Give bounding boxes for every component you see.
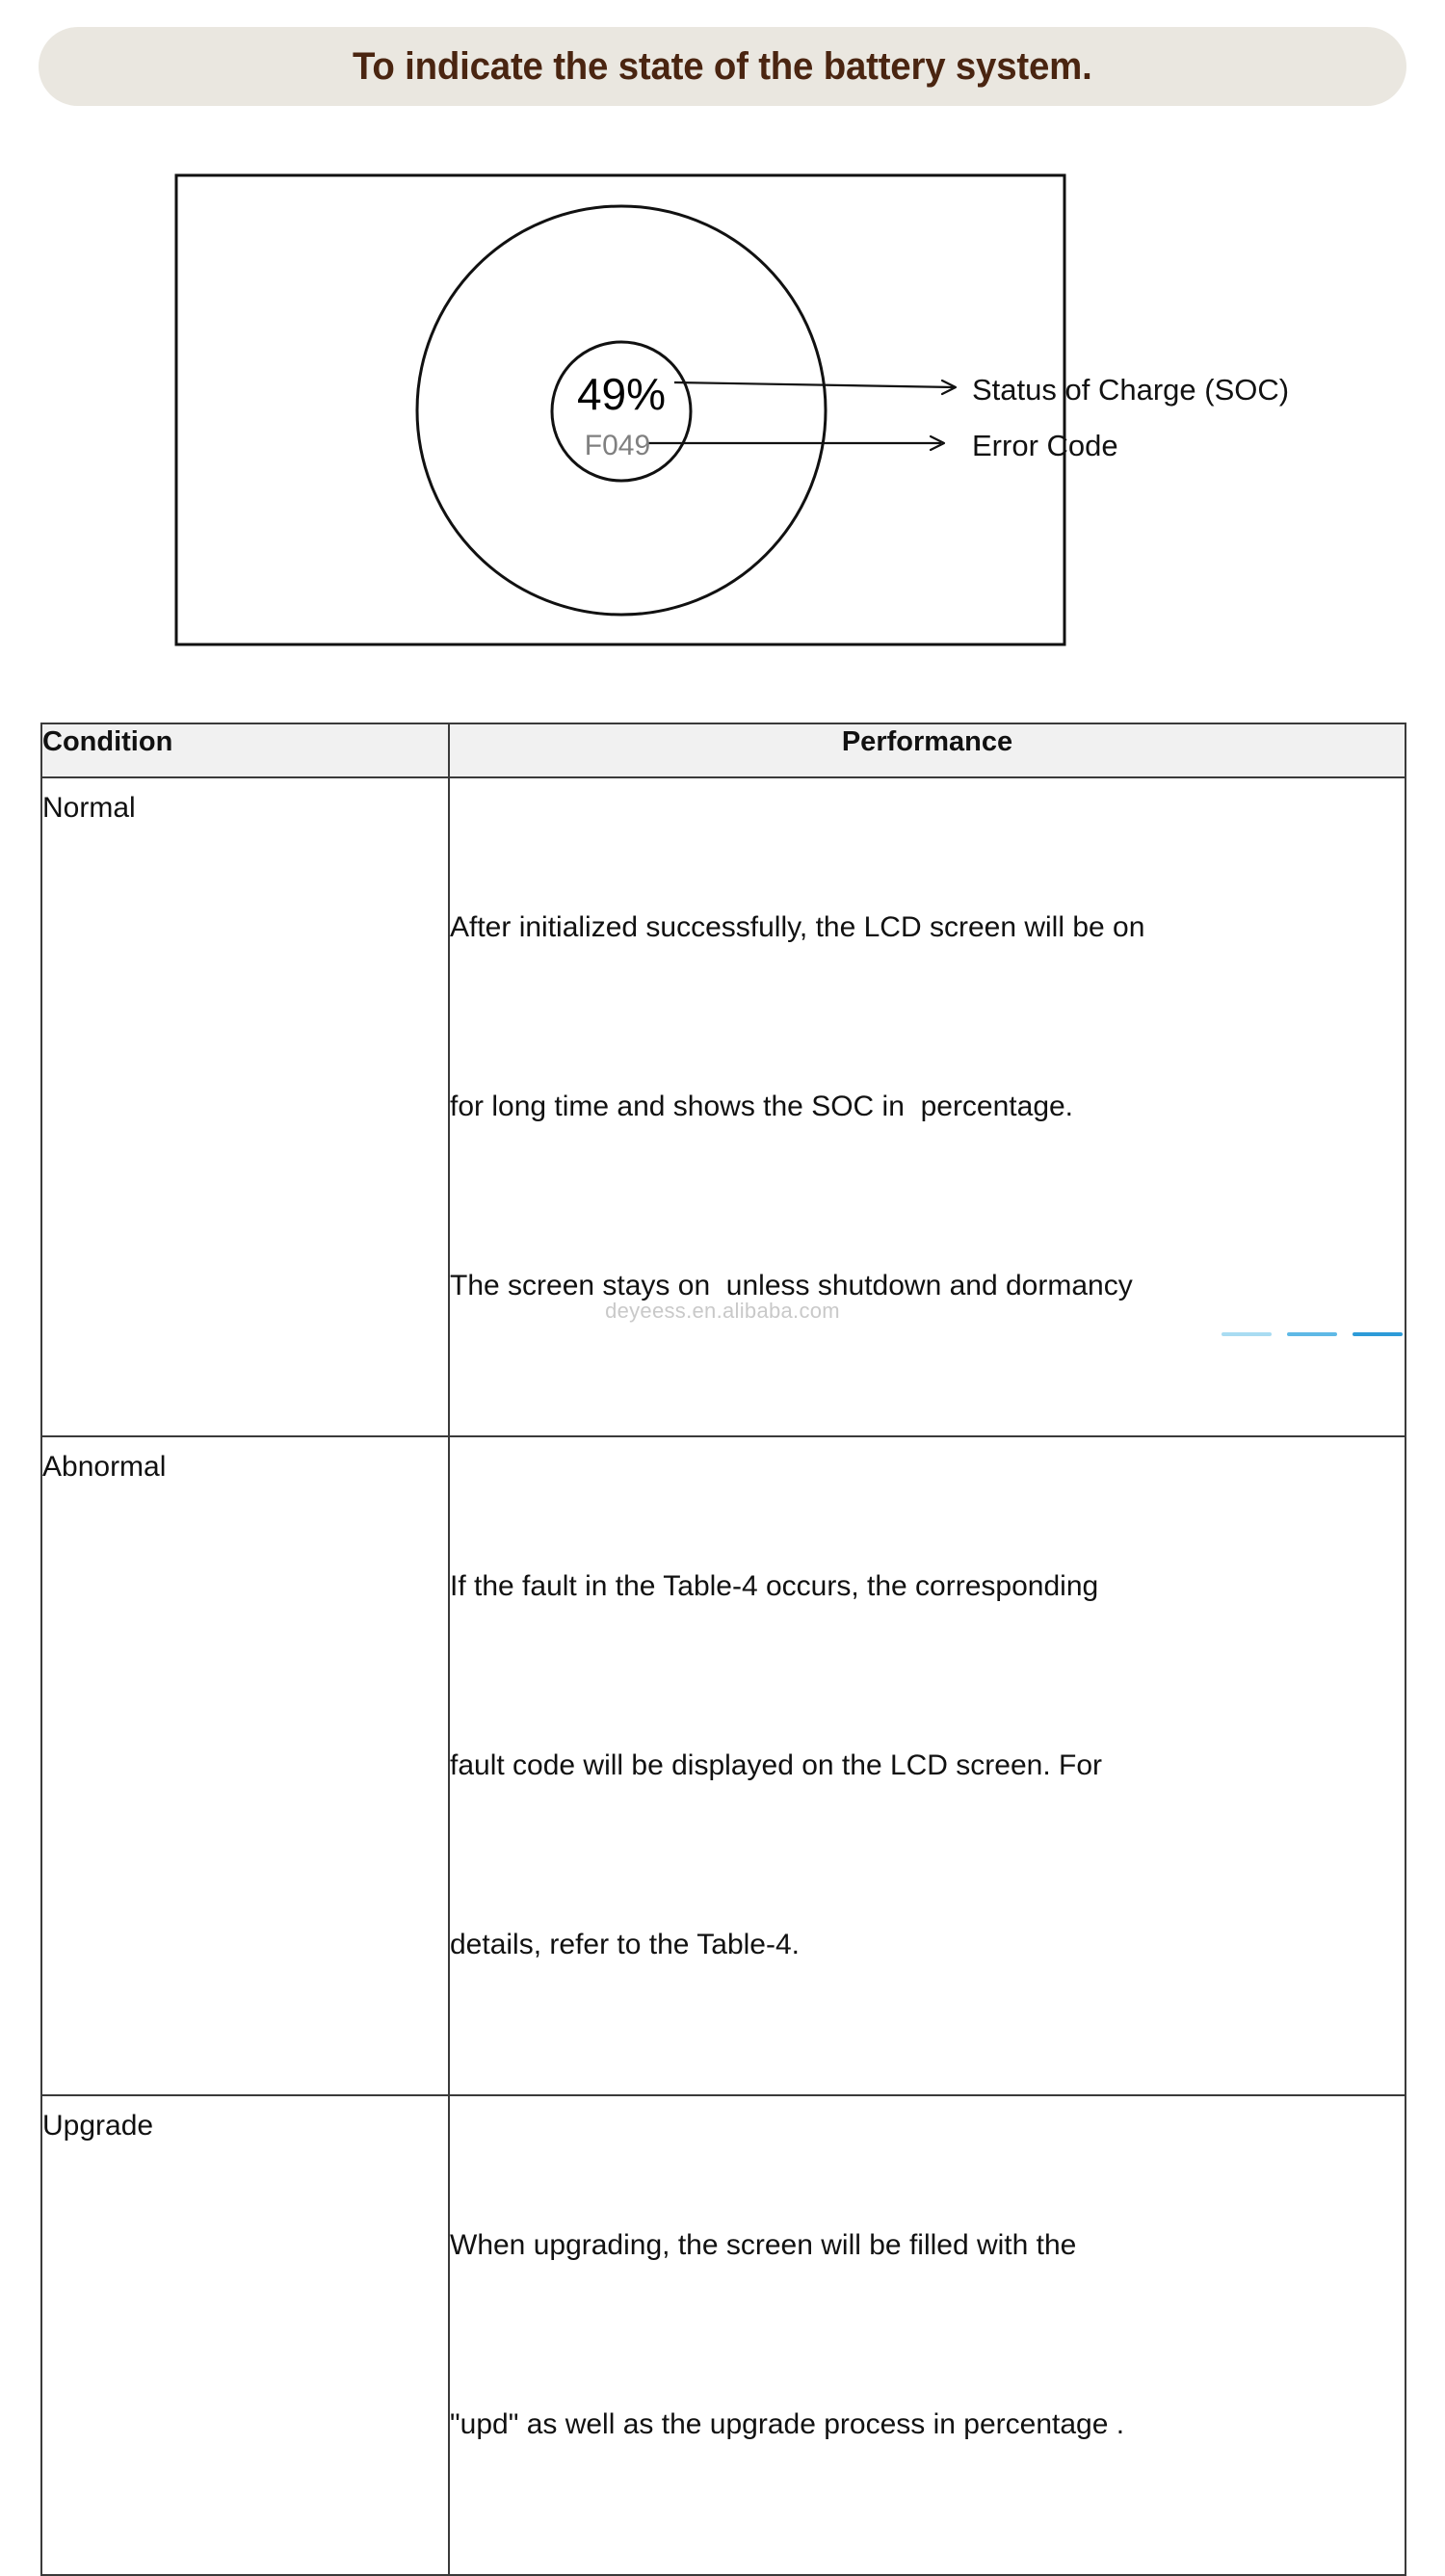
error-code-value: F049 bbox=[585, 430, 650, 461]
lcd-screen-outline bbox=[174, 173, 1066, 646]
performance-line: When upgrading, the screen will be fille… bbox=[450, 2229, 1077, 2261]
cell-performance-normal: After initialized successfully, the LCD … bbox=[448, 776, 1406, 1437]
cell-condition-abnormal: Abnormal bbox=[40, 1435, 450, 2096]
performance-line: details, refer to the Table-4. bbox=[450, 1929, 800, 1960]
callout-label-error-code: Error Code bbox=[972, 429, 1118, 462]
performance-line: If the fault in the Table-4 occurs, the … bbox=[450, 1570, 1099, 1602]
soc-leader-line bbox=[673, 381, 955, 389]
inner-circle bbox=[550, 340, 693, 483]
bottom-bar-1 bbox=[1222, 1332, 1272, 1336]
error-code-arrow-head-icon bbox=[929, 434, 946, 452]
column-header-condition: Condition bbox=[40, 723, 450, 778]
battery-status-diagram: 49% F049 Status of Charge (SOC) Error Co… bbox=[0, 135, 1445, 694]
soc-value: 49% bbox=[577, 369, 666, 419]
performance-line: "upd" as well as the upgrade process in … bbox=[450, 2408, 1125, 2440]
performance-line: fault code will be displayed on the LCD … bbox=[450, 1749, 1103, 1781]
condition-performance-table: Condition Performance Normal After initi… bbox=[40, 723, 1406, 2576]
cell-performance-upgrade: When upgrading, the screen will be fille… bbox=[448, 2094, 1406, 2576]
performance-line: The screen stays on unless shutdown and … bbox=[450, 1270, 1133, 1301]
site-watermark: deyeess.en.alibaba.com bbox=[605, 1299, 840, 1323]
cell-condition-normal: Normal bbox=[40, 776, 450, 1437]
outer-circle bbox=[415, 204, 828, 617]
table-row: Upgrade When upgrading, the screen will … bbox=[40, 2094, 1406, 2576]
performance-line: for long time and shows the SOC in perce… bbox=[450, 1091, 1074, 1122]
bottom-bar-2 bbox=[1287, 1332, 1337, 1336]
performance-line: After initialized successfully, the LCD … bbox=[450, 911, 1145, 943]
table-header-row: Condition Performance bbox=[40, 723, 1406, 778]
table-row: Abnormal If the fault in the Table-4 occ… bbox=[40, 1435, 1406, 2096]
bottom-bar-3 bbox=[1353, 1332, 1403, 1336]
decorative-bottom-bars bbox=[1222, 1332, 1414, 1340]
cell-condition-upgrade: Upgrade bbox=[40, 2094, 450, 2576]
soc-arrow-head-icon bbox=[940, 379, 958, 396]
table-row: Normal After initialized successfully, t… bbox=[40, 776, 1406, 1437]
cell-performance-abnormal: If the fault in the Table-4 occurs, the … bbox=[448, 1435, 1406, 2096]
page-title: To indicate the state of the battery sys… bbox=[353, 44, 1092, 88]
column-header-performance: Performance bbox=[448, 723, 1406, 778]
page-title-banner: To indicate the state of the battery sys… bbox=[39, 27, 1406, 106]
callout-label-soc: Status of Charge (SOC) bbox=[972, 373, 1289, 407]
